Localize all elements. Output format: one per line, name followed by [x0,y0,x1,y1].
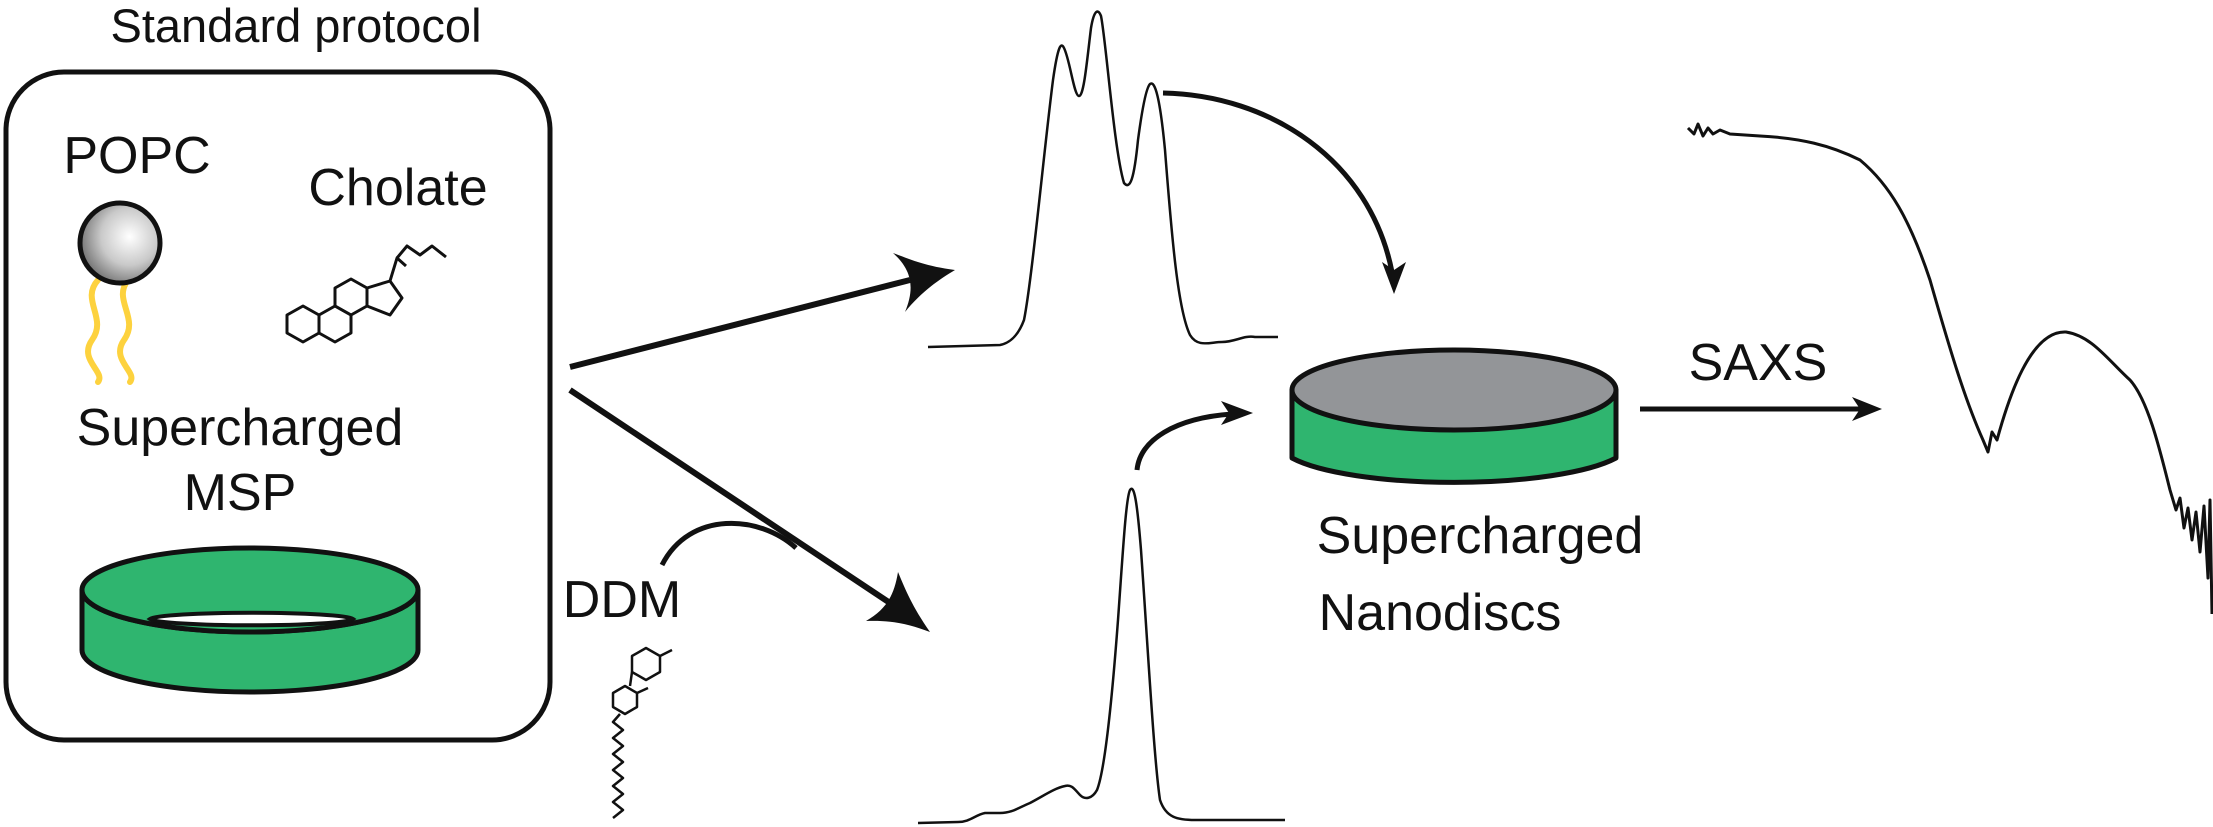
cholate-molecule-icon [285,244,447,344]
lipid-tail [85,277,103,385]
lower-sec-chromatogram [917,487,1285,825]
arrowhead [866,572,930,632]
nanodisc-label-line1: Supercharged [1317,507,1644,565]
arrowhead [1852,397,1882,421]
upper-pathway-arrow [569,253,955,370]
lower-to-nanodisc-arrow [1134,401,1253,471]
arrowhead [893,253,955,312]
arrowhead [1221,401,1253,425]
ddm-merge-arrow [659,521,798,567]
nanodisc-lipid-top [1289,347,1619,433]
ddm-label: DDM [563,571,681,629]
lipid-head [77,200,163,286]
panel-title: Standard protocol [110,0,481,52]
upper-sec-chromatogram [927,10,1278,349]
standard-protocol-panel: Standard protocol POPC Cholate Superchar… [3,0,553,743]
msp-belt-icon [79,545,421,695]
cholate-label: Cholate [308,159,487,217]
nanodisc-label-line2: Nanodiscs [1319,584,1562,642]
arrowhead [1382,262,1406,294]
nanodisc-icon [1289,347,1619,485]
saxs-scattering-curve [1686,122,2213,615]
supercharged-msp-label-line2: MSP [184,464,297,522]
upper-to-nanodisc-arrow [1162,90,1406,294]
supercharged-msp-label-line1: Supercharged [77,399,404,457]
saxs-label: SAXS [1689,334,1828,392]
saxs-arrow [1640,397,1882,421]
ddm-molecule-icon [611,646,673,819]
lipid-tail [117,277,135,385]
lower-pathway-arrow [568,387,930,632]
belt-inner-opening [146,610,357,628]
protocol-box [3,69,553,743]
popc-label: POPC [63,127,210,185]
belt-top-rim [79,545,421,635]
popc-lipid-icon [77,200,163,385]
